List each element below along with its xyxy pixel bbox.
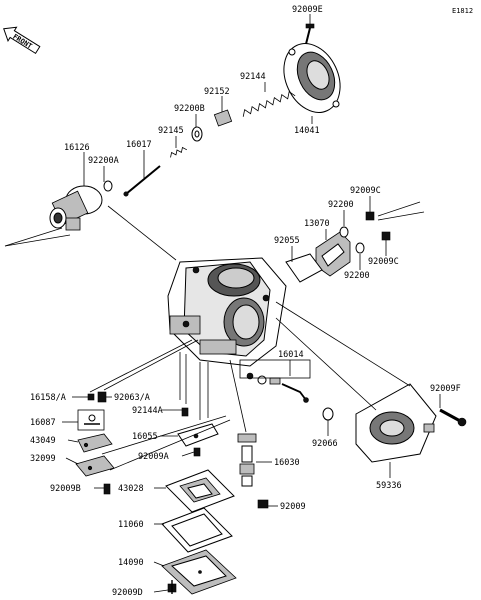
callout-92009C-bottom: 92009C bbox=[368, 257, 399, 267]
callout-14090: 14090 bbox=[118, 558, 144, 568]
callout-92009D: 92009D bbox=[112, 588, 143, 598]
callout-92063A: 92063/A bbox=[114, 393, 150, 403]
gasket-11060-icon bbox=[161, 507, 233, 553]
bracket-13070-icon bbox=[315, 231, 351, 277]
callout-14041: 14041 bbox=[294, 126, 320, 136]
callout-92200-top: 92200 bbox=[328, 200, 354, 210]
screw-92009C-top-icon bbox=[365, 211, 375, 221]
callout-13070: 13070 bbox=[304, 219, 330, 229]
screw-92009A-icon bbox=[193, 447, 201, 457]
spring-92144A-icon bbox=[181, 407, 189, 417]
diaphragm-43028-icon bbox=[165, 469, 235, 513]
callout-92066: 92066 bbox=[312, 439, 338, 449]
callout-92152: 92152 bbox=[204, 87, 230, 97]
callout-59336: 59336 bbox=[376, 481, 402, 491]
callout-11060: 11060 bbox=[118, 520, 144, 530]
callout-16030: 16030 bbox=[274, 458, 300, 468]
callout-16014: 16014 bbox=[278, 350, 304, 360]
callout-92009E: 92009E bbox=[292, 5, 323, 15]
callout-92145: 92145 bbox=[158, 126, 184, 136]
check-valve-16087-icon bbox=[77, 409, 105, 431]
callout-92144A: 92144A bbox=[132, 406, 163, 416]
front-arrow: FRONT bbox=[3, 26, 41, 55]
screw-92009B-icon bbox=[103, 483, 111, 495]
bracket-16014-outline bbox=[239, 359, 311, 379]
callout-16087: 16087 bbox=[30, 418, 56, 428]
callout-16017: 16017 bbox=[126, 140, 152, 150]
screw-92009-icon bbox=[257, 499, 269, 509]
callout-92009A: 92009A bbox=[138, 452, 169, 462]
callout-92009F: 92009F bbox=[430, 384, 461, 394]
screw-92009D-icon bbox=[167, 580, 177, 594]
carburetor-body-icon bbox=[167, 257, 287, 367]
jet-16158A-icon bbox=[87, 393, 95, 401]
callout-92200B: 92200B bbox=[174, 104, 205, 114]
plate-32099-icon bbox=[75, 455, 115, 477]
callout-32099: 32099 bbox=[30, 454, 56, 464]
washer-92200A-icon bbox=[103, 180, 113, 192]
callout-92200-bottom: 92200 bbox=[344, 271, 370, 281]
cover-14041-icon bbox=[283, 43, 341, 113]
spring-92144-icon bbox=[242, 91, 296, 117]
screw-92009C-bottom-icon bbox=[381, 231, 391, 241]
cover-14090-icon bbox=[161, 549, 237, 595]
needle-16017-icon bbox=[123, 165, 161, 197]
callout-92144: 92144 bbox=[240, 72, 266, 82]
plate-43049-icon bbox=[77, 433, 113, 453]
washer-92200-bottom-icon bbox=[355, 242, 365, 254]
pump-cover-59336-icon bbox=[355, 383, 437, 463]
callout-92009C-top: 92009C bbox=[350, 186, 381, 196]
callout-43028: 43028 bbox=[118, 484, 144, 494]
callout-92055: 92055 bbox=[274, 236, 300, 246]
gasket-92055-icon bbox=[285, 253, 323, 283]
screw-92009E-icon bbox=[305, 23, 315, 45]
callout-16158A: 16158/A bbox=[30, 393, 66, 403]
needle-assembly-16014-icon bbox=[246, 372, 309, 403]
callout-16126: 16126 bbox=[64, 143, 90, 153]
callout-43049: 43049 bbox=[30, 436, 56, 446]
plug-92066-icon bbox=[322, 407, 334, 421]
callout-92009B: 92009B bbox=[50, 484, 81, 494]
fitting-92152-icon bbox=[213, 109, 233, 127]
callout-92009: 92009 bbox=[280, 502, 306, 512]
washer-92200-top-icon bbox=[339, 226, 349, 238]
figure-code: E1812 bbox=[452, 7, 473, 15]
callout-16055: 16055 bbox=[132, 432, 158, 442]
fuel-pump-16030-icon bbox=[237, 433, 257, 487]
callout-92200A: 92200A bbox=[88, 156, 119, 166]
jet-92063A-icon bbox=[97, 391, 107, 403]
spring-92145-icon bbox=[170, 146, 188, 158]
screw-92009F-icon bbox=[439, 408, 467, 427]
washer-92200B-icon bbox=[191, 126, 203, 142]
valve-body-16126-icon bbox=[49, 185, 103, 231]
